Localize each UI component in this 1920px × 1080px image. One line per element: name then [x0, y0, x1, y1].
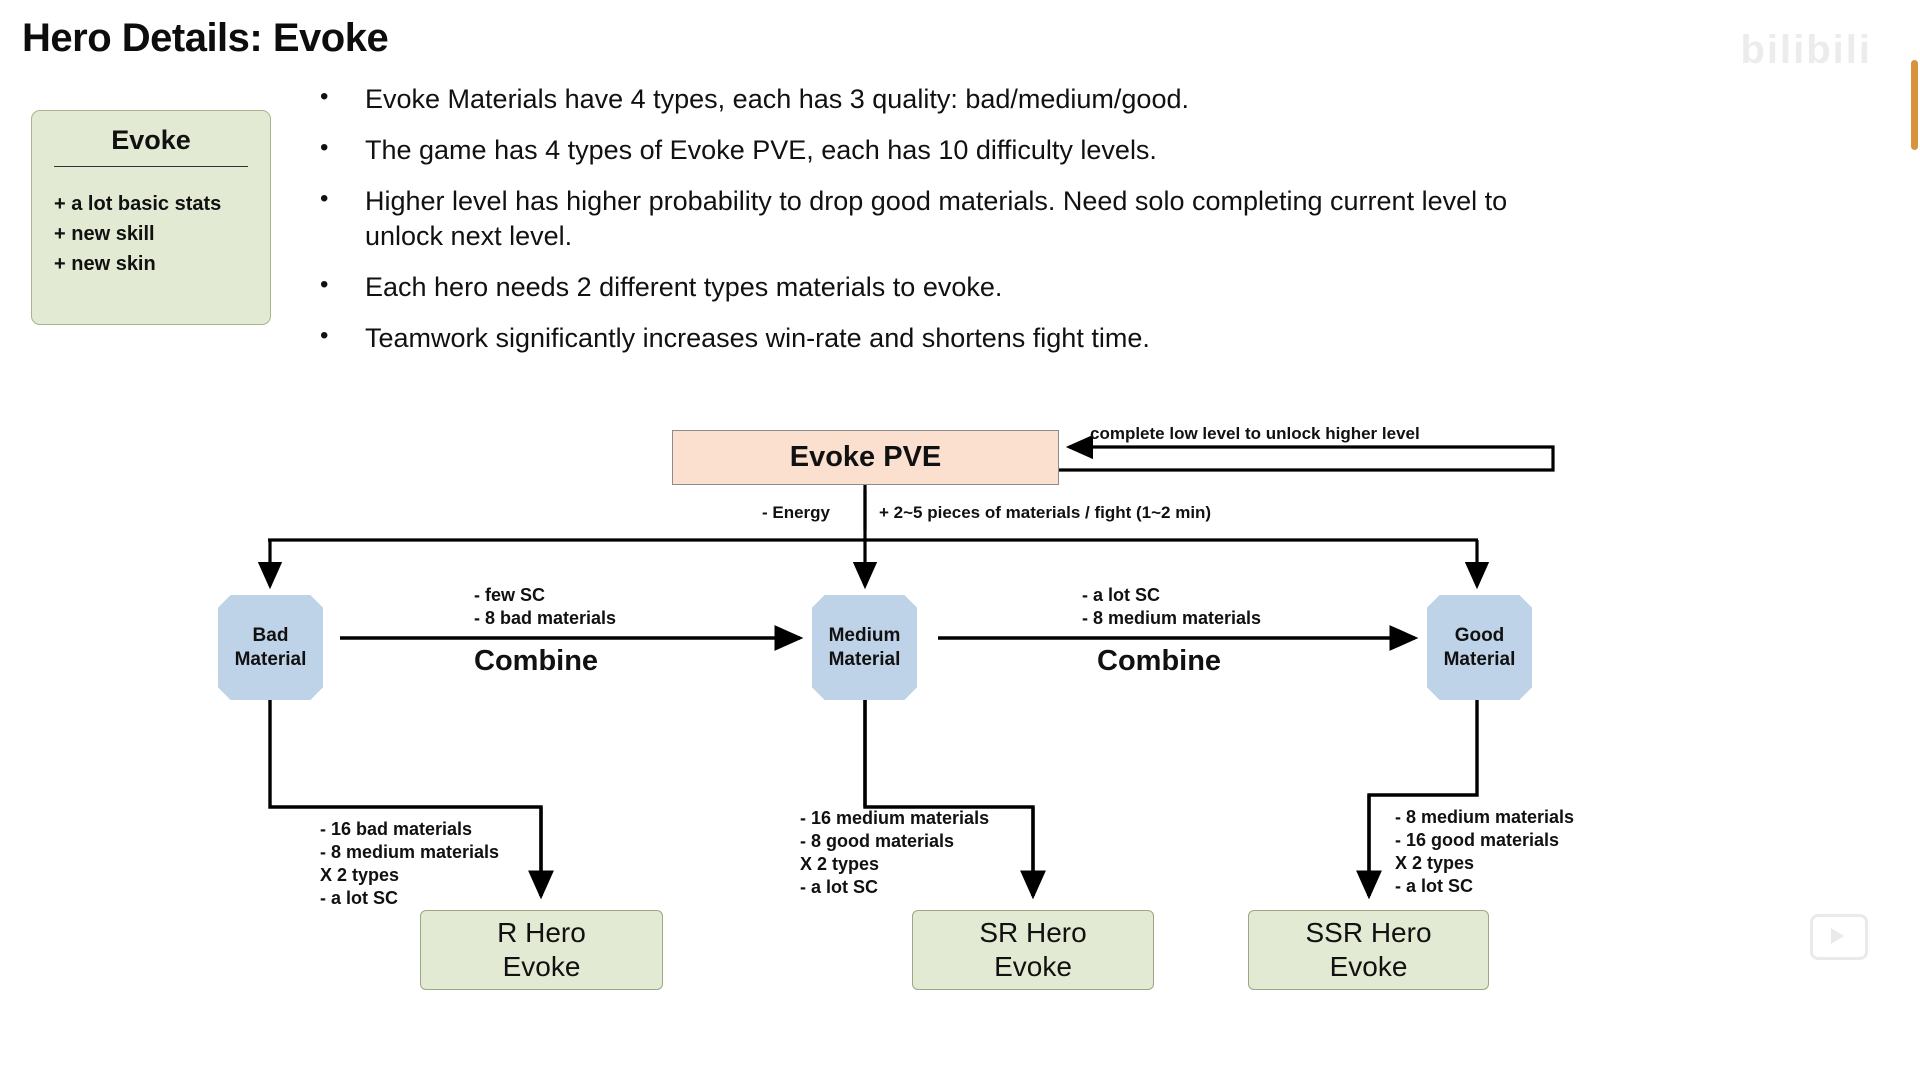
- bullet-item-3: Each hero needs 2 different types materi…: [320, 269, 1580, 305]
- play-badge-icon: [1810, 914, 1868, 960]
- bullet-item-4: Teamwork significantly increases win-rat…: [320, 320, 1580, 356]
- bullet-item-2: Higher level has higher probability to d…: [320, 183, 1580, 254]
- page-title: Hero Details: Evoke: [22, 16, 389, 60]
- evoke-card-list: + a lot basic stats + new skill + new sk…: [54, 189, 270, 279]
- evoke-card-item-1: + new skill: [54, 223, 155, 245]
- evoke-card-item-0: + a lot basic stats: [54, 193, 222, 215]
- combine-right-action-label: Combine: [1097, 645, 1222, 677]
- drop-note-label: + 2~5 pieces of materials / fight (1~2 m…: [879, 503, 1212, 522]
- bullet-item-0: Evoke Materials have 4 types, each has 3…: [320, 81, 1580, 117]
- bilibili-watermark: bilibili: [1740, 28, 1872, 72]
- bullet-list: Evoke Materials have 4 types, each has 3…: [320, 81, 1580, 373]
- evoke-pve-node[interactable]: Evoke PVE: [672, 430, 1059, 485]
- combine-right-cost-label: - a lot SC- 8 medium materials: [1082, 585, 1262, 629]
- combine-left-action-label: Combine: [474, 645, 599, 677]
- evoke-summary-card: Evoke + a lot basic stats + new skill + …: [31, 110, 271, 325]
- evoke-card-title: Evoke: [111, 125, 191, 155]
- evoke-card-divider: [54, 166, 248, 167]
- bottom-strip: [0, 1068, 1920, 1080]
- energy-cost-label: - Energy: [762, 503, 831, 522]
- bullet-item-1: The game has 4 types of Evoke PVE, each …: [320, 132, 1580, 168]
- unlock-note-label: complete low level to unlock higher leve…: [1090, 424, 1420, 443]
- evoke-card-item-2: + new skin: [54, 253, 156, 275]
- combine-left-cost-label: - few SC- 8 bad materials: [474, 585, 617, 629]
- scrollbar-thumb[interactable]: [1911, 60, 1918, 150]
